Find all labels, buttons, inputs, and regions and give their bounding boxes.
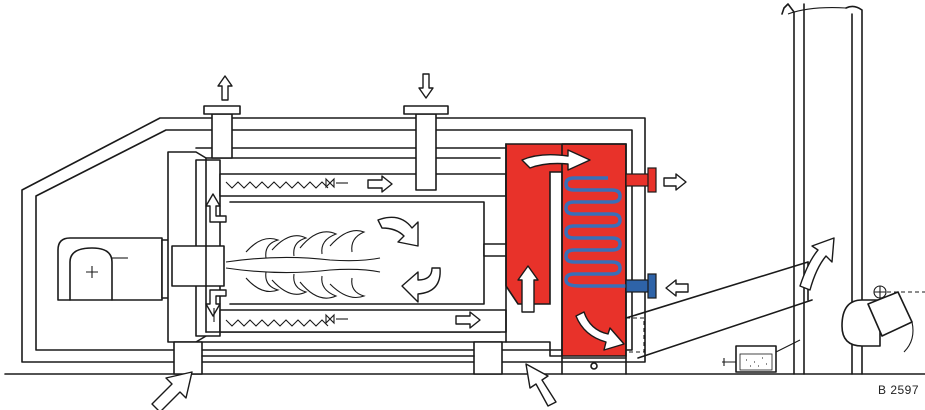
curved-arrow-icon — [377, 216, 419, 247]
support-feet — [173, 341, 503, 375]
inlet-arrow-icon — [525, 363, 557, 407]
valve-icon-upper — [325, 177, 335, 189]
flue-damper-icon — [841, 285, 925, 353]
condensate-trap — [722, 339, 801, 373]
upper-tube-pass — [219, 173, 507, 197]
hot-gas-chamber — [505, 143, 627, 375]
arrow-left-icon — [665, 279, 689, 297]
inlet-arrow-icon — [151, 371, 193, 410]
curved-arrow-icon — [517, 265, 539, 313]
flame-icon — [225, 230, 381, 299]
arrow-right-icon — [367, 175, 393, 193]
flow-arrows — [151, 73, 835, 410]
arrow-right-icon — [663, 173, 687, 191]
furnace-tube — [229, 201, 485, 305]
cold-water-inlet — [625, 273, 657, 299]
arrow-right-icon — [455, 311, 481, 329]
arrow-down-icon — [418, 73, 434, 99]
curved-arrow-icon — [401, 267, 441, 303]
arrow-up-icon — [205, 193, 227, 223]
top-nozzles — [203, 105, 449, 191]
valve-icon-lower — [325, 313, 335, 325]
front-door — [167, 151, 225, 343]
outer-casing — [21, 117, 646, 363]
curved-arrow-icon — [799, 237, 835, 291]
reference-code: B 2597 — [878, 383, 920, 397]
arrow-up-icon — [217, 75, 233, 101]
curved-arrow-icon — [575, 311, 625, 351]
curved-arrow-icon — [521, 149, 591, 171]
arrow-down-icon — [205, 289, 227, 317]
heat-exchanger-coil — [564, 176, 626, 288]
burner-housing — [57, 237, 173, 301]
hot-water-outlet — [625, 167, 657, 193]
